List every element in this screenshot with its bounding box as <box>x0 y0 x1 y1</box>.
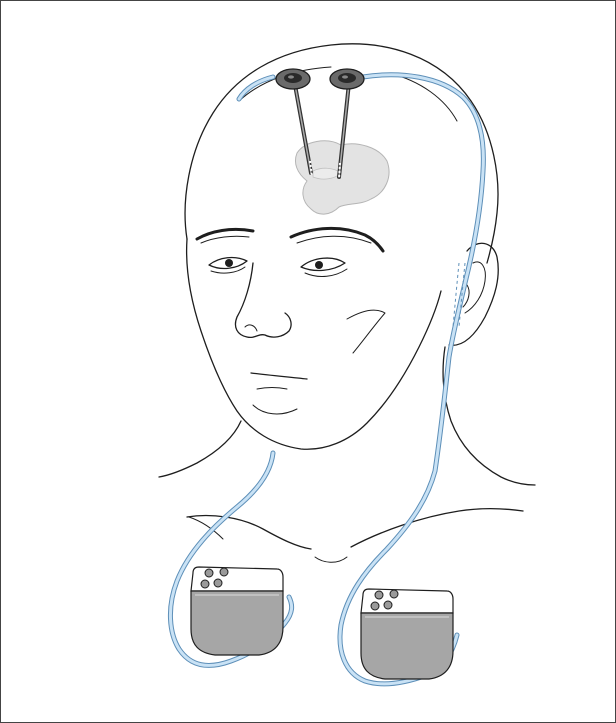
burr-hole-cap-left <box>276 69 310 89</box>
pulse-generator-right <box>361 589 453 679</box>
pulse-generator-left <box>191 567 283 655</box>
torso-outline <box>187 509 523 563</box>
burr-hole-cap-right <box>330 69 364 89</box>
face-features <box>197 228 385 414</box>
